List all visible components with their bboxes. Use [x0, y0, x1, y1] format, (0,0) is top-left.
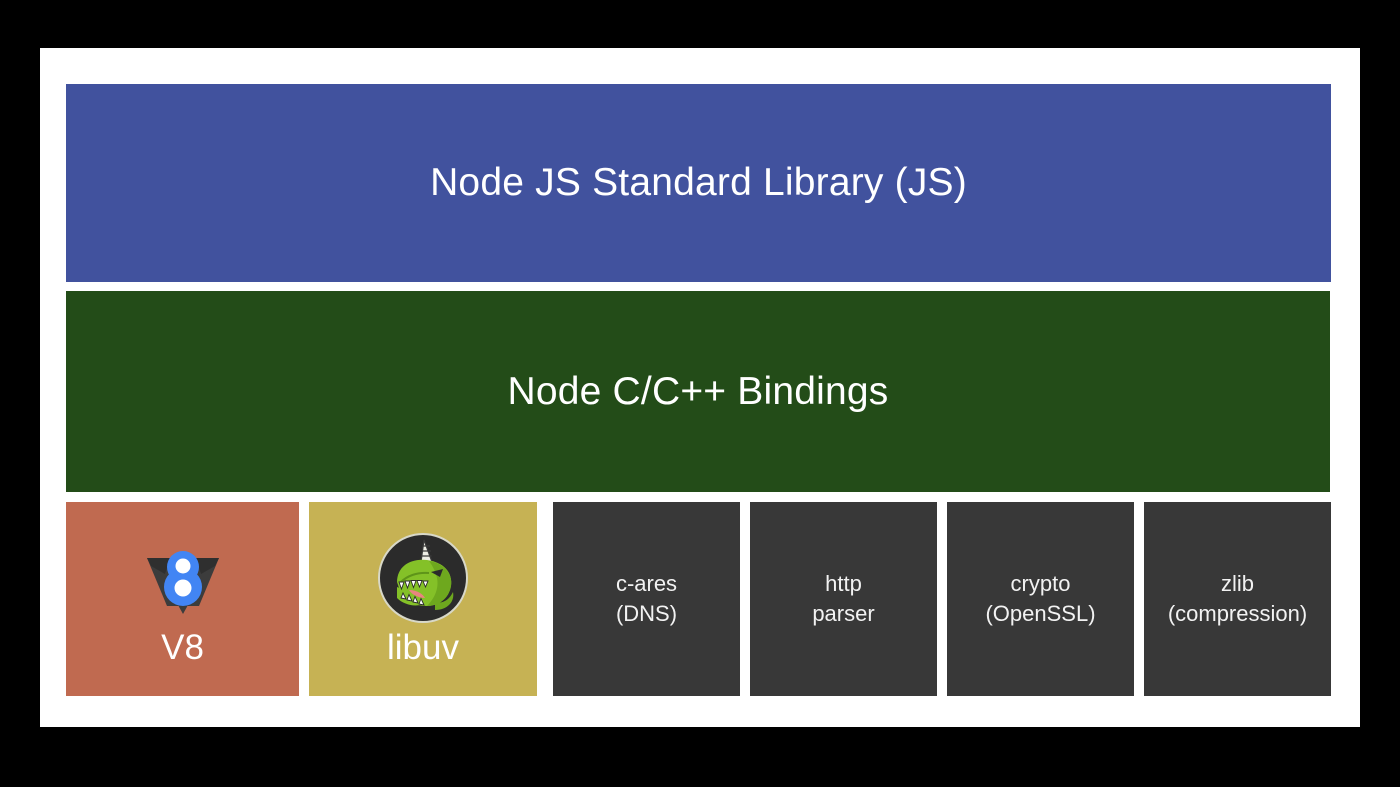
dependency-tile-zlib-sub: (compression)	[1167, 601, 1308, 626]
dependency-tile-crypto-label: crypto (OpenSSL)	[985, 569, 1095, 628]
slide-canvas: Node JS Standard Library (JS) Node C/C++…	[40, 48, 1360, 727]
v8-logo-icon	[137, 532, 229, 624]
dependency-tile-crypto: crypto (OpenSSL)	[947, 502, 1134, 696]
dependency-tile-libuv-label: libuv	[387, 627, 459, 667]
dependency-tile-zlib-name: zlib	[1220, 571, 1254, 597]
dependency-tile-http-parser-sub: parser	[812, 601, 875, 626]
dependency-tile-zlib-label: zlib (compression)	[1168, 569, 1307, 628]
dependency-tile-c-ares: c-ares (DNS)	[553, 502, 740, 696]
dependency-tile-crypto-name: crypto	[1010, 571, 1071, 597]
dependency-tile-c-ares-label: c-ares (DNS)	[616, 569, 677, 628]
dependency-tile-http-parser-label: http parser	[812, 569, 874, 628]
layer-c-cpp-bindings-label: Node C/C++ Bindings	[507, 369, 889, 413]
dependency-tiles-row: V8	[66, 502, 1331, 696]
libuv-dinosaur-logo-icon	[377, 532, 469, 624]
dependency-tile-http-parser: http parser	[750, 502, 937, 696]
dependency-tile-http-parser-name: http	[825, 571, 862, 597]
dependency-tile-v8: V8	[66, 502, 299, 696]
layer-standard-library: Node JS Standard Library (JS)	[66, 84, 1331, 282]
dependency-tile-c-ares-sub: (DNS)	[615, 601, 678, 626]
dependency-tile-zlib: zlib (compression)	[1144, 502, 1331, 696]
dependency-tile-v8-label: V8	[161, 627, 204, 667]
dependency-tile-libuv: libuv	[309, 502, 537, 696]
layer-c-cpp-bindings: Node C/C++ Bindings	[66, 291, 1330, 492]
dependency-tile-crypto-sub: (OpenSSL)	[985, 601, 1096, 626]
layer-standard-library-label: Node JS Standard Library (JS)	[430, 161, 967, 204]
dependency-tile-c-ares-name: c-ares	[615, 571, 678, 597]
